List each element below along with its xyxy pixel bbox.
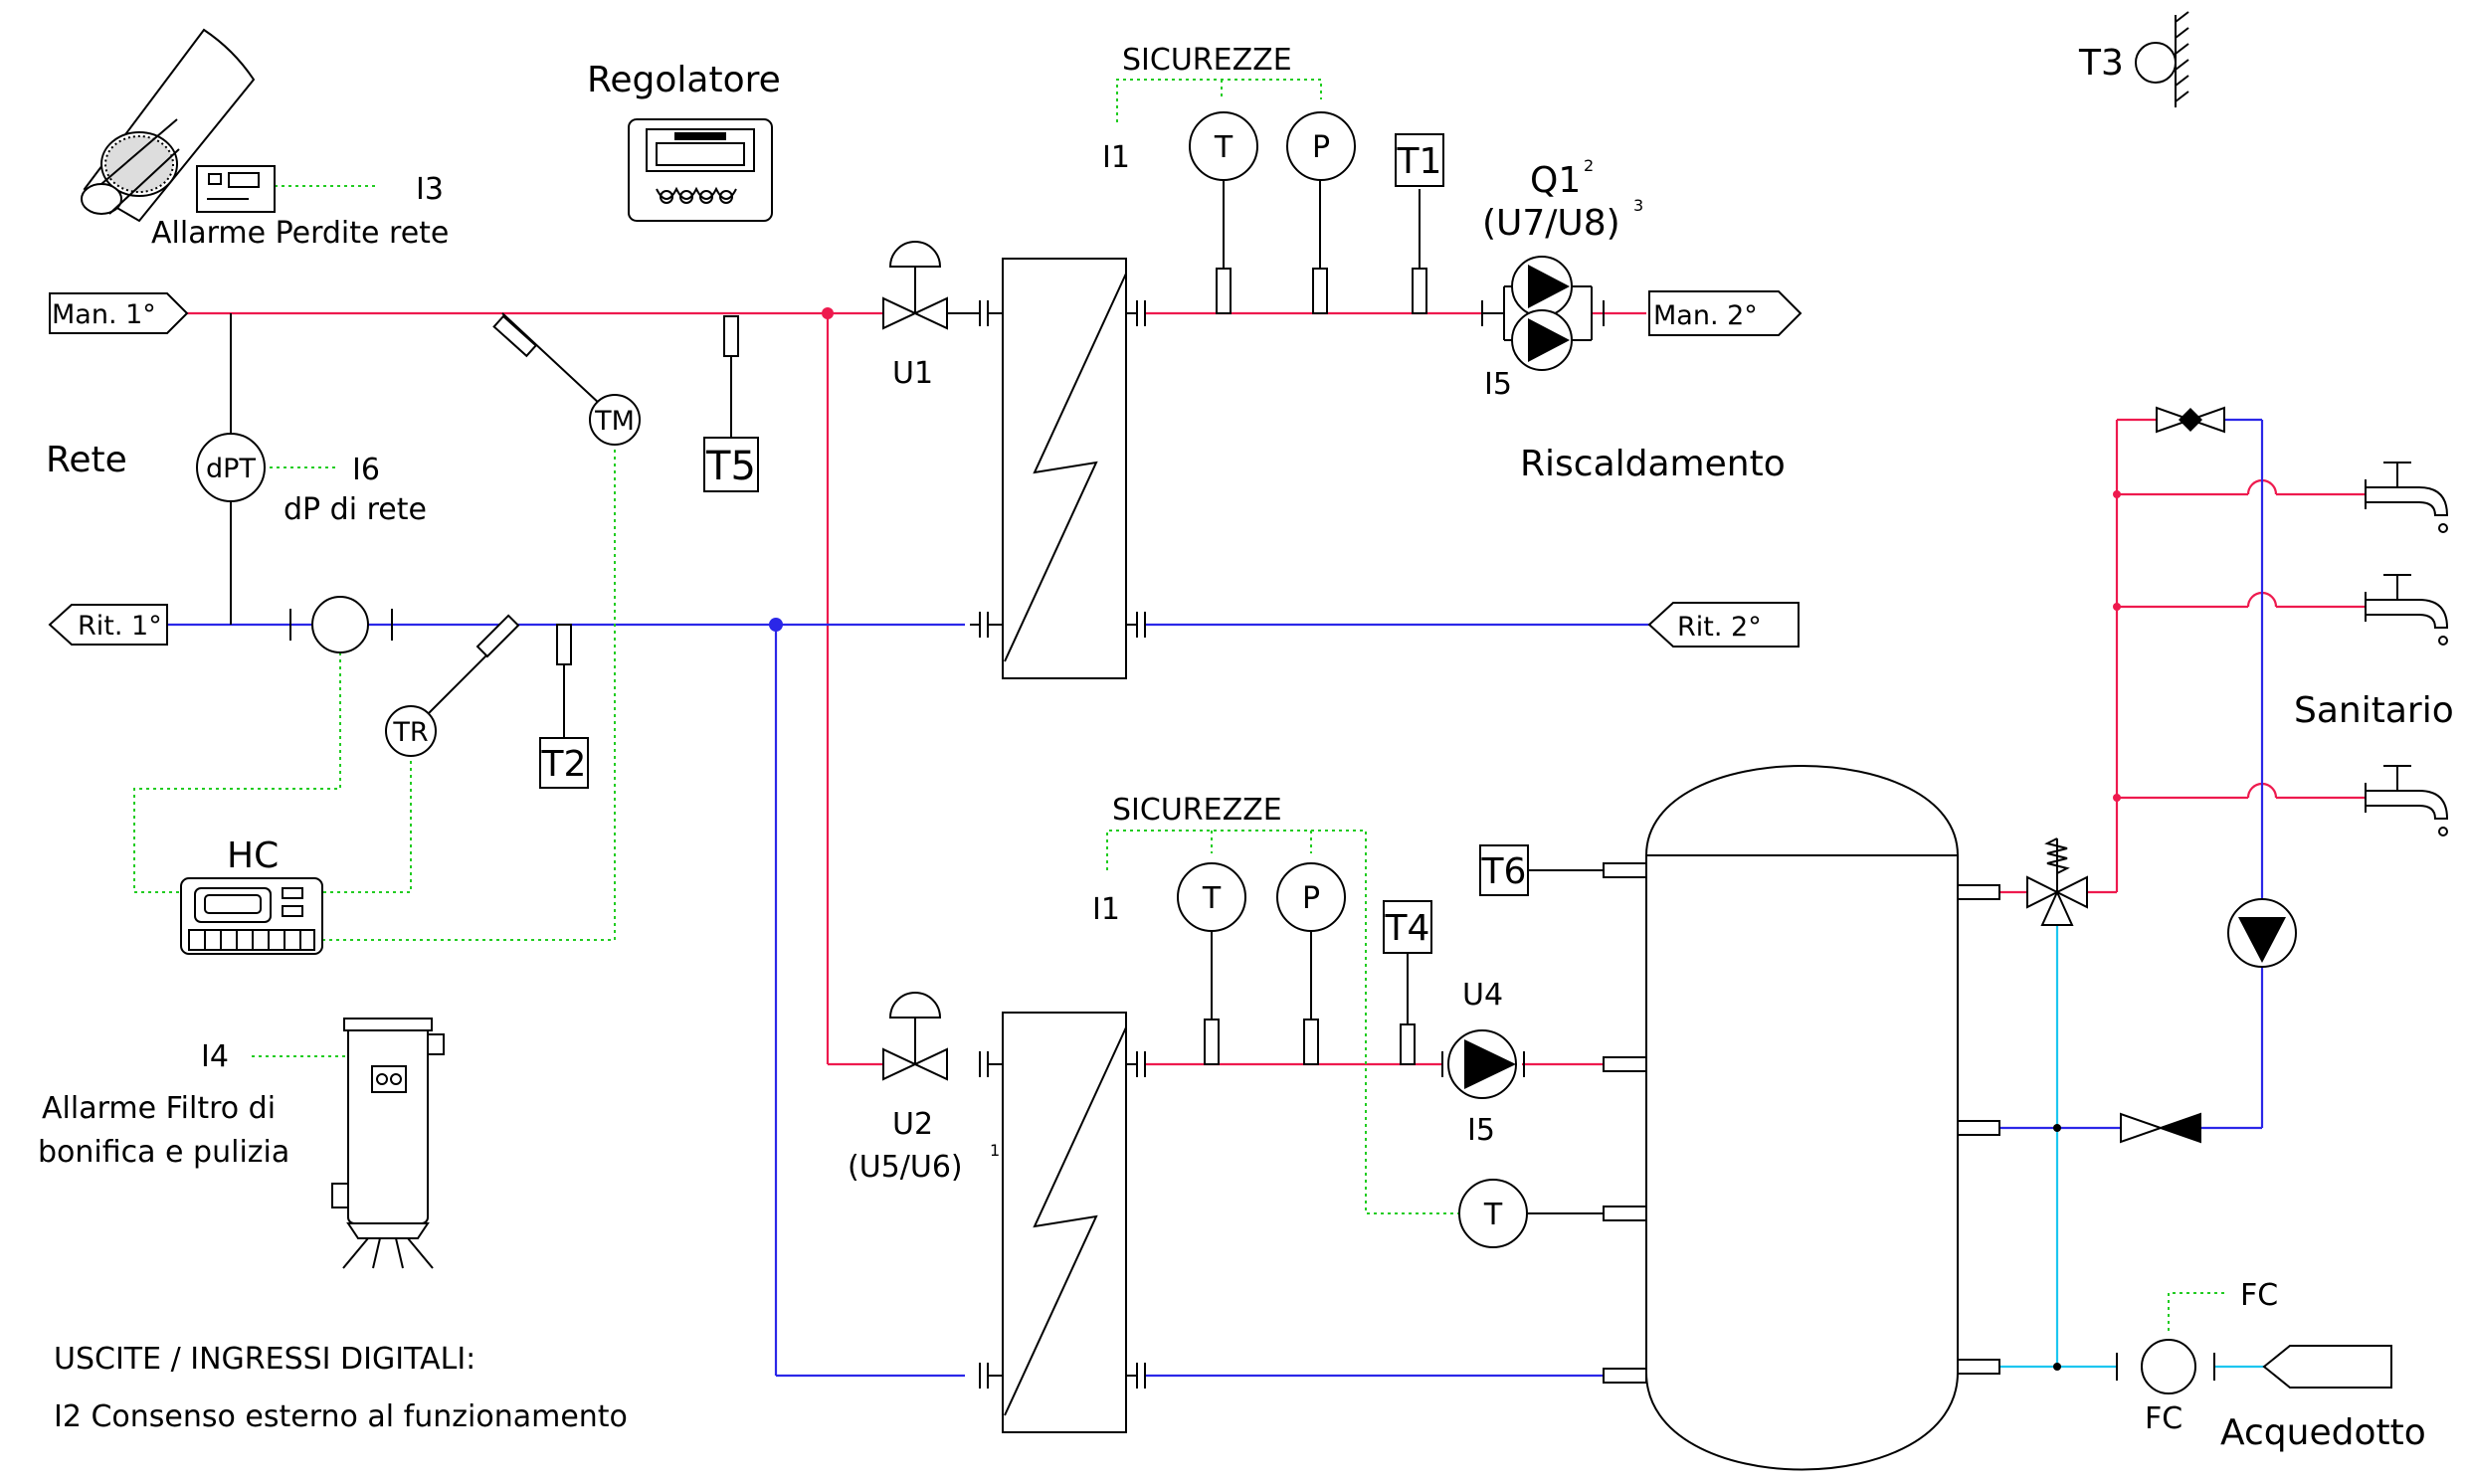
- p-top-label: P: [1312, 130, 1330, 165]
- t6-label: T6: [1481, 851, 1527, 892]
- i6-label: I6: [352, 453, 380, 487]
- allarme-filtro-line1: Allarme Filtro di: [42, 1091, 276, 1126]
- t5-label: T5: [705, 444, 756, 489]
- probe-t1: T1: [1395, 133, 1444, 187]
- uscite-title: USCITE / INGRESSI DIGITALI:: [54, 1342, 475, 1377]
- u4-label: U4: [1462, 978, 1503, 1013]
- t3-label: T3: [2078, 43, 2124, 84]
- svg-text:Rit. 2°: Rit. 2°: [1677, 612, 1762, 643]
- t2-label: T2: [541, 744, 587, 785]
- label-rit1: Rit. 1°: [48, 604, 168, 646]
- fc-top-label: FC: [2240, 1278, 2278, 1313]
- heat-exchanger-dhw: [979, 1012, 1146, 1433]
- primary-return-pipe: [167, 618, 965, 1378]
- tm-label: TM: [594, 406, 635, 437]
- u1-label: U1: [892, 356, 933, 391]
- heat-controller-hc: [180, 877, 323, 955]
- safety-pressostat-top: P: [1286, 111, 1356, 181]
- sanitary-hot-water-pipes: [1999, 418, 2366, 894]
- sicurezze-top-label: SICUREZZE: [1122, 43, 1292, 78]
- dhw-storage-tank: [1603, 765, 2000, 1471]
- primary-supply-pipe: [187, 307, 885, 1066]
- label-rit2: Rit. 2°: [1647, 602, 1800, 648]
- thermostatic-mixing-valve: [2026, 837, 2088, 926]
- top-bypass-valve: [2156, 406, 2225, 434]
- acquedotto-label: Acquedotto: [2220, 1412, 2426, 1453]
- rete-label: Rete: [46, 440, 127, 480]
- leak-alarm-device: [81, 28, 276, 223]
- cold-water-pipe: [1999, 925, 2264, 1371]
- sanitario-label: Sanitario: [2294, 690, 2454, 731]
- allarme-perdite-label: Allarme Perdite rete: [151, 216, 449, 251]
- probe-t2: T2: [539, 737, 589, 789]
- u2-label: U2: [892, 1107, 933, 1142]
- t-tank-label: T: [1483, 1198, 1503, 1232]
- dhw-charge-pipes: [1144, 1062, 1604, 1378]
- safety-thermostat-top: T: [1189, 111, 1258, 181]
- safety-thermostat-bottom: T: [1177, 862, 1246, 932]
- label-man1: Man. 1°: [49, 292, 189, 334]
- faucet-2: [2365, 574, 2449, 646]
- i5-bottom-label: I5: [1467, 1113, 1495, 1148]
- i2-line: I2 Consenso esterno al funzionamento: [54, 1399, 628, 1434]
- controller-regolatore: [628, 118, 773, 222]
- i3-label: I3: [416, 172, 444, 207]
- i1-top-label: I1: [1102, 140, 1130, 175]
- t-top-label: T: [1214, 130, 1233, 165]
- control-valve-u2: [882, 992, 948, 1081]
- pump-recirculation: [2227, 898, 2297, 968]
- q1-sub-label: (U7/U8): [1482, 203, 1620, 244]
- instrument-dpt: dPT: [196, 313, 266, 625]
- water-meter-fc: [2116, 1339, 2215, 1394]
- svg-text:Man. 1°: Man. 1°: [52, 299, 156, 330]
- faucet-1: [2365, 462, 2449, 533]
- recirculation-check-valve: [2120, 1112, 2201, 1144]
- i4-label: I4: [201, 1039, 229, 1074]
- i1-bottom-label: I1: [1092, 892, 1120, 927]
- q1-label: Q1: [1530, 160, 1581, 201]
- safety-pressostat-bottom: P: [1276, 862, 1346, 932]
- dp-rete-label: dP di rete: [284, 492, 427, 527]
- u2-sub-label: (U5/U6): [848, 1150, 963, 1185]
- recirculation-pipe: [1999, 418, 2264, 1130]
- regolatore-label: Regolatore: [587, 60, 781, 100]
- control-valve-u1: [882, 241, 948, 330]
- pump-q1-twin: [1481, 256, 1605, 371]
- allarme-filtro-line2: bonifica e pulizia: [38, 1135, 289, 1170]
- aqueduct-inlet: [2262, 1345, 2392, 1389]
- probe-t3-outdoor: T3: [2078, 11, 2189, 107]
- u2-sup-1: 1: [990, 1141, 1000, 1160]
- svg-text:Rit. 1°: Rit. 1°: [78, 611, 162, 642]
- dpt-label: dPT: [206, 454, 256, 484]
- faucet-3: [2365, 765, 2449, 836]
- hc-label: HC: [227, 835, 279, 876]
- label-man2: Man. 2°: [1648, 290, 1802, 336]
- q1-sup-2: 2: [1584, 156, 1594, 175]
- probe-t4: T4: [1383, 900, 1432, 954]
- fc-bottom-label: FC: [2145, 1401, 2182, 1436]
- q1-sup-3: 3: [1633, 196, 1643, 215]
- sensor-wells: [410, 162, 1427, 1065]
- tank-thermostat: T: [1458, 1179, 1604, 1248]
- t1-label: T1: [1397, 141, 1442, 182]
- riscaldamento-label: Riscaldamento: [1520, 444, 1786, 484]
- probe-t5: T5: [703, 437, 759, 492]
- signal-lines: [133, 79, 2226, 1331]
- t4-label: T4: [1385, 908, 1430, 949]
- i5-top-label: I5: [1484, 367, 1512, 402]
- svg-text:Man. 2°: Man. 2°: [1653, 300, 1758, 331]
- p-bottom-label: P: [1302, 881, 1320, 916]
- pump-u4: [1441, 1029, 1525, 1099]
- instrument-tr: TR: [385, 705, 437, 757]
- tr-label: TR: [392, 717, 428, 748]
- instrument-tm: TM: [589, 394, 641, 446]
- heat-exchanger-heating: [885, 258, 1146, 679]
- energy-meter-return: [289, 596, 393, 653]
- filter-device: [331, 1018, 445, 1269]
- probe-t6: T6: [1479, 844, 1604, 896]
- t-bottom-label: T: [1202, 881, 1222, 916]
- sicurezze-bottom-label: SICUREZZE: [1112, 793, 1282, 828]
